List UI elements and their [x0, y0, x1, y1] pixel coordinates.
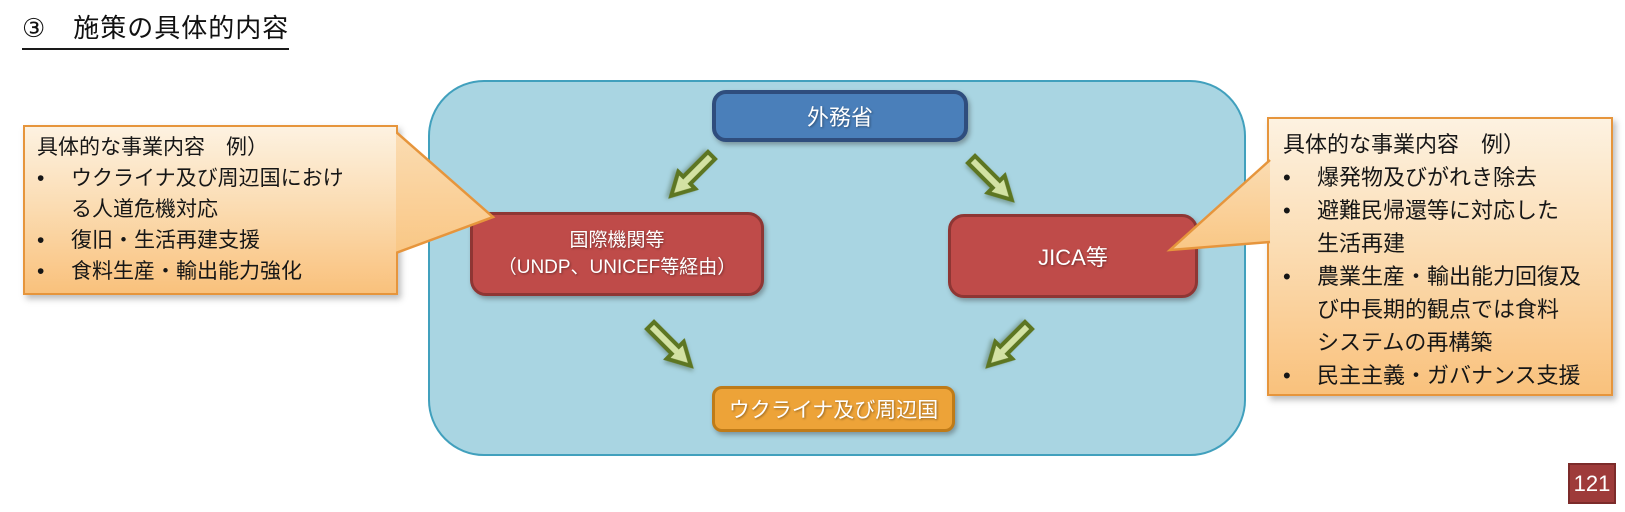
node-international-orgs-label-line1: 国際機関等: [569, 230, 665, 251]
node-mofa: 外務省: [712, 90, 968, 142]
down-left-arrow-icon: [668, 149, 718, 199]
node-jica-label: JICA等: [1038, 245, 1108, 270]
left-callout-pointer: [396, 131, 496, 255]
page-number-badge: 121: [1568, 463, 1616, 504]
down-right-arrow-icon: [644, 319, 694, 369]
list-item: • 民主主義・ガバナンス支援: [1283, 363, 1581, 388]
right-callout-pointer: [1166, 159, 1271, 252]
list-item: • 爆発物及びがれき除去: [1283, 165, 1538, 190]
list-item: • 避難民帰還等に対応した 生活再建: [1283, 198, 1560, 256]
node-jica: JICA等: [948, 214, 1198, 298]
list-item: • 食料生産・輸出能力強化: [37, 260, 302, 283]
down-right-arrow-icon: [965, 153, 1015, 203]
node-mofa-label: 外務省: [806, 105, 873, 130]
page-title: ③ 施策の具体的内容: [22, 8, 290, 50]
node-ukraine-label: ウクライナ及び周辺国: [728, 399, 939, 422]
node-international-orgs: 国際機関等 （UNDP、UNICEF等経由）: [470, 212, 764, 296]
down-left-arrow-icon: [985, 319, 1035, 369]
left-callout-title: 具体的な事業内容 例）: [37, 136, 268, 159]
node-ukraine: ウクライナ及び周辺国: [712, 386, 955, 432]
left-callout: 具体的な事業内容 例） • ウクライナ及び周辺国におけ る人道危機対応 • 復旧…: [23, 125, 398, 295]
right-callout-title: 具体的な事業内容 例）: [1283, 132, 1526, 157]
page-number: 121: [1573, 470, 1611, 496]
node-international-orgs-label-line2: （UNDP、UNICEF等経由）: [497, 257, 737, 278]
list-item: • ウクライナ及び周辺国におけ る人道危機対応: [37, 167, 344, 221]
right-callout: 具体的な事業内容 例） • 爆発物及びがれき除去 • 避難民帰還等に対応した 生…: [1267, 117, 1613, 396]
list-item: • 農業生産・輸出能力回復及 び中長期的観点では食料 システムの再構築: [1283, 264, 1582, 355]
list-item: • 復旧・生活再建支援: [37, 229, 260, 252]
